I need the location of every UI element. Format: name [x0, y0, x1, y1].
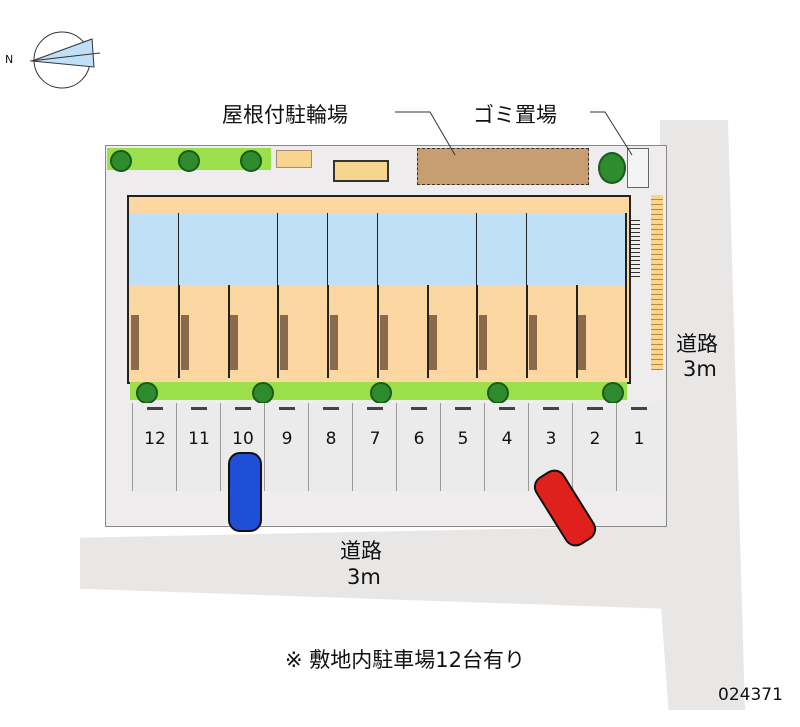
- storage-boxes: [333, 160, 389, 182]
- parking-number: 12: [144, 429, 166, 449]
- apartment-unit: [377, 195, 429, 378]
- apartment-unit: [476, 195, 528, 378]
- parking-number: 5: [457, 429, 469, 449]
- compass-n-label: N: [5, 53, 14, 66]
- parking-number: 8: [325, 429, 337, 449]
- apartment-unit: [278, 195, 330, 378]
- tree-icon: [240, 150, 262, 172]
- bicycle-roof: [417, 148, 589, 185]
- parking-space: 2: [572, 403, 617, 491]
- parking-space: 9: [264, 403, 309, 491]
- road-bottom-label: 道路: [340, 539, 382, 563]
- parking-note: ※ 敷地内駐車場12台有り: [285, 648, 525, 672]
- parking-number: 4: [501, 429, 513, 449]
- tree-icon: [110, 150, 132, 172]
- garbage-area-label: ゴミ置場: [473, 103, 557, 127]
- parking-space: 6: [396, 403, 441, 491]
- brick-wall: [651, 195, 663, 370]
- parking-number: 11: [188, 429, 210, 449]
- road-right-label: 道路: [676, 332, 718, 356]
- bicycle-parking-label: 屋根付駐輪場: [222, 103, 348, 127]
- parking-space: 5: [440, 403, 485, 491]
- apartment-unit: [427, 195, 479, 378]
- bicycle-rack-small: [276, 150, 312, 168]
- parking-number: 6: [413, 429, 425, 449]
- compass-icon: [29, 31, 101, 89]
- road-bottom-width: 3m: [347, 565, 381, 589]
- parking-number: 3: [545, 429, 557, 449]
- apartment-unit: [526, 195, 578, 378]
- parking-space: 12: [132, 403, 177, 491]
- car-blue: [228, 452, 262, 532]
- parking-space: 4: [484, 403, 529, 491]
- parking-space: 1: [616, 403, 661, 491]
- parking-number: 7: [369, 429, 381, 449]
- parking-number: 9: [281, 429, 293, 449]
- property-code: 024371: [718, 685, 783, 705]
- tree-icon: [598, 152, 626, 184]
- parking-number: 1: [633, 429, 645, 449]
- road-right: [660, 120, 745, 710]
- garbage-box: [627, 148, 649, 188]
- road-right-width: 3m: [683, 357, 717, 381]
- parking-space: 7: [352, 403, 397, 491]
- apartment-unit: [576, 195, 628, 378]
- parking-space: 11: [176, 403, 221, 491]
- parking-number: 2: [589, 429, 601, 449]
- parking-space: 8: [308, 403, 353, 491]
- tree-icon: [178, 150, 200, 172]
- stairs: [628, 220, 640, 280]
- parking-number: 10: [232, 429, 254, 449]
